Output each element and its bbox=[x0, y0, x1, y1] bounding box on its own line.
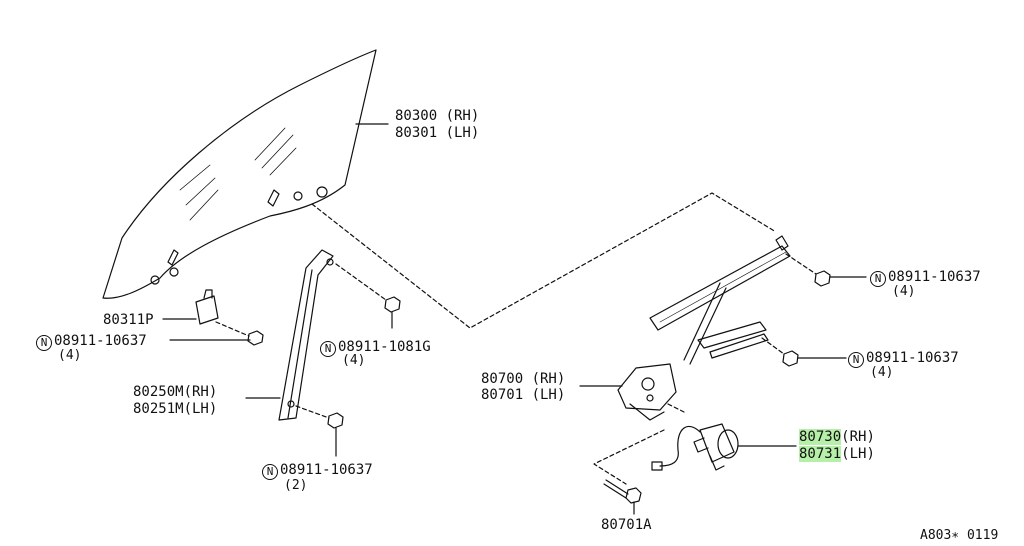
bolt-a bbox=[335, 263, 401, 329]
nut-top bbox=[785, 253, 867, 287]
motor-bolt-label: 80701A bbox=[601, 517, 652, 533]
motor-lh-label: 80731(LH) bbox=[799, 446, 875, 462]
nut-mid-number: 08911-10637 bbox=[866, 350, 959, 366]
nut-mid bbox=[761, 337, 847, 367]
glass-rh-label: 80300 (RH) bbox=[395, 108, 480, 124]
door-glass bbox=[102, 49, 377, 299]
glass-bracket bbox=[162, 289, 219, 325]
n-circle-icon: N bbox=[848, 352, 864, 368]
motor-lh-number: 80731 bbox=[799, 446, 842, 462]
diagram-id: A803∗ 0119 bbox=[920, 528, 999, 543]
motor-rh-label: 80730(RH) bbox=[799, 429, 875, 445]
n-circle-icon: N bbox=[870, 271, 886, 287]
n-circle-icon: N bbox=[320, 341, 336, 357]
glass-run-channel bbox=[245, 249, 334, 421]
motor-lh-side: (LH) bbox=[841, 446, 875, 462]
assembly-guide-line bbox=[311, 192, 777, 329]
motor-bolt bbox=[603, 479, 642, 515]
window-regulator bbox=[579, 235, 791, 421]
nut-a-number: 08911-10637 bbox=[54, 333, 147, 349]
nut-mid-qty: (4) bbox=[870, 365, 894, 380]
bolt-b bbox=[295, 405, 344, 457]
channel-rh-label: 80250M(RH) bbox=[133, 384, 218, 400]
glass-bracket-label: 80311P bbox=[103, 312, 154, 328]
n-circle-icon: N bbox=[262, 464, 278, 480]
regulator-motor bbox=[593, 403, 797, 485]
nut-top-qty: (4) bbox=[892, 284, 916, 299]
regulator-lh-label: 80701 (LH) bbox=[481, 387, 566, 403]
glass-lh-label: 80301 (LH) bbox=[395, 125, 480, 141]
motor-rh-number: 80730 bbox=[799, 429, 842, 445]
channel-lh-label: 80251M(LH) bbox=[133, 401, 218, 417]
nut-a bbox=[169, 321, 264, 346]
nut-top-number: 08911-10637 bbox=[888, 269, 981, 285]
regulator-rh-label: 80700 (RH) bbox=[481, 371, 566, 387]
motor-rh-side: (RH) bbox=[841, 429, 875, 445]
bolt-a-number: 08911-1081G bbox=[338, 339, 431, 355]
n-circle-icon: N bbox=[36, 335, 52, 351]
nut-a-qty: (4) bbox=[58, 348, 82, 363]
bolt-b-qty: (2) bbox=[284, 478, 308, 493]
bolt-a-qty: (4) bbox=[342, 353, 366, 368]
bolt-b-number: 08911-10637 bbox=[280, 462, 373, 478]
